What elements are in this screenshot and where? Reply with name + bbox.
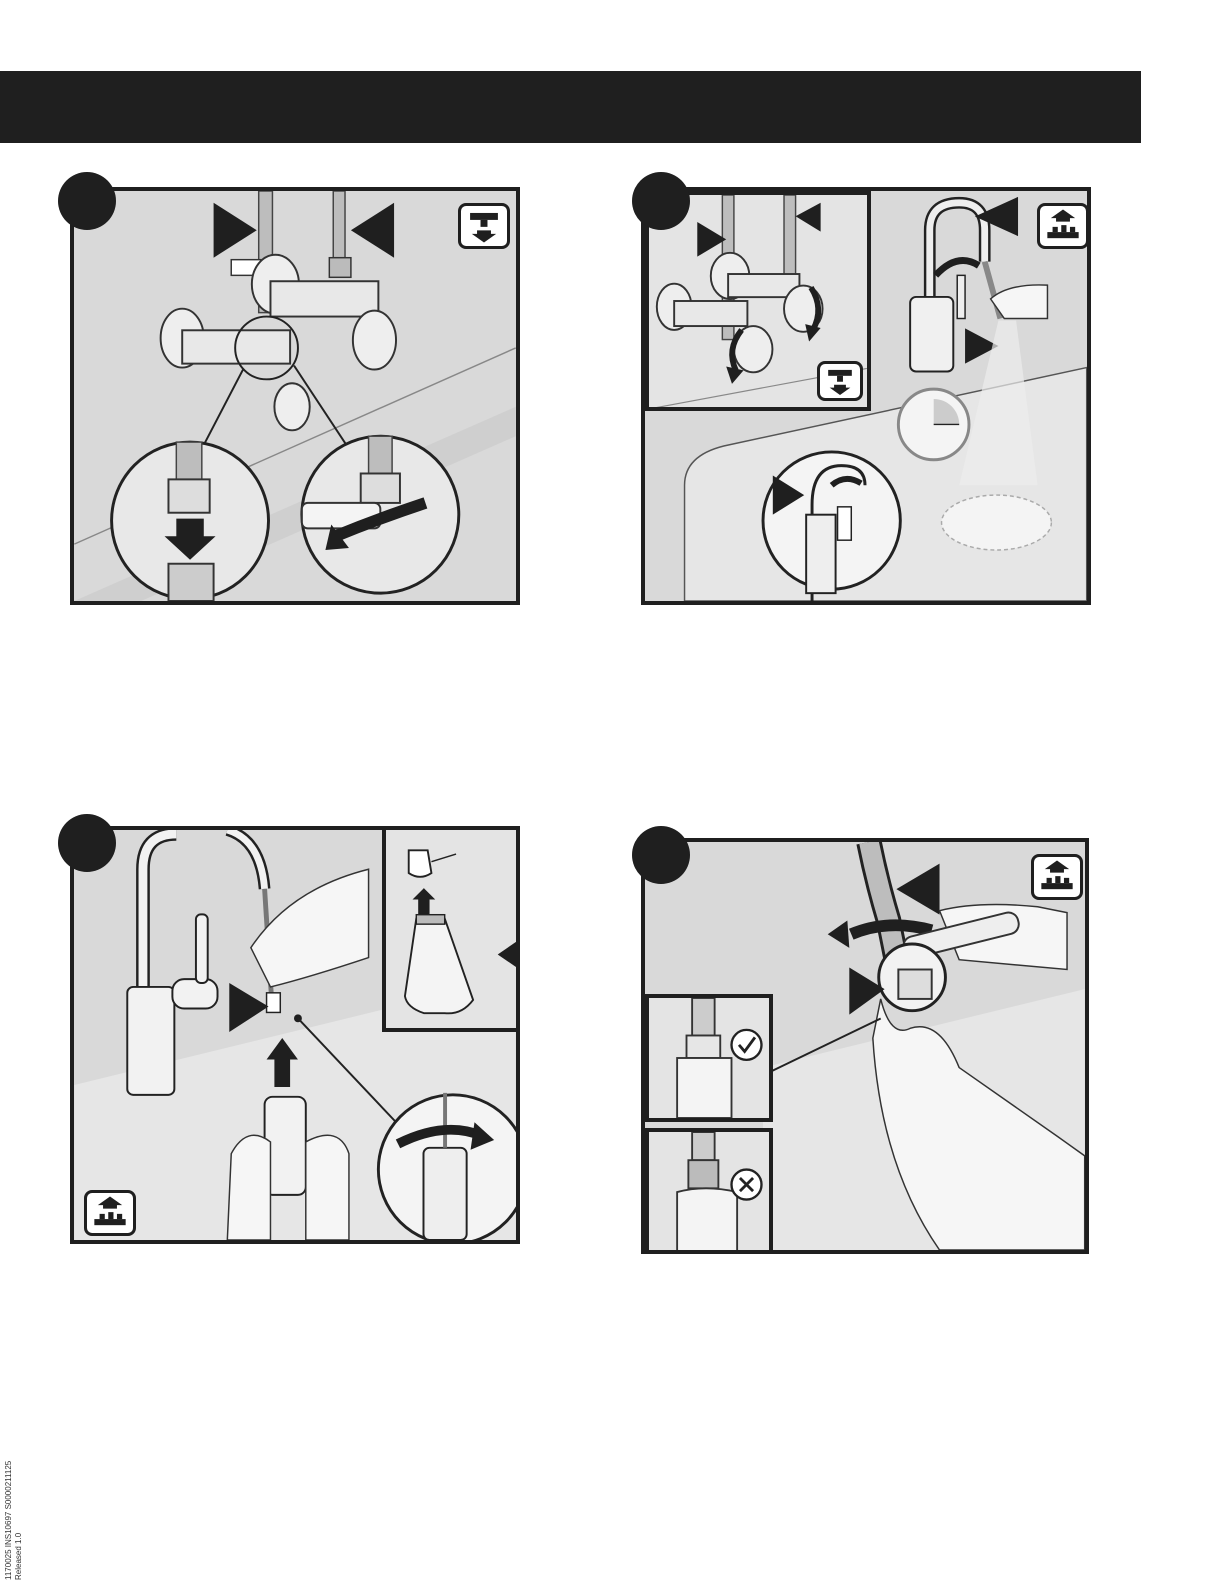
document-footer-code: 1170025 INS10697 S0000211125 Released 1.… [4,1480,28,1580]
header-bar [0,71,1141,143]
footer-line-1: 1170025 INS10697 S0000211125 [4,1461,13,1580]
step-1-illustration [74,191,516,601]
step-number-badge-2 [632,172,690,230]
water-supply-on-icon [84,1190,136,1236]
water-supply-off-icon [817,361,863,401]
step-3-panel [70,826,520,1244]
step-number-badge-1 [58,172,116,230]
step-1-panel [70,187,520,605]
water-supply-on-icon [1031,854,1083,900]
footer-line-2: Released 1.0 [14,1533,23,1580]
step-number-badge-4 [632,826,690,884]
step-number-badge-3 [58,814,116,872]
step-2-panel [641,187,1091,605]
step-4-incorrect-fit-inset [645,1128,773,1254]
water-supply-on-icon [1037,203,1089,249]
step-4-panel [641,838,1089,1254]
step-3-cartridge-inset [382,826,520,1032]
step-2-valve-inset [645,191,871,411]
step-4-correct-fit-inset [645,994,773,1122]
check-icon [732,1030,762,1060]
water-supply-off-icon [458,203,510,249]
